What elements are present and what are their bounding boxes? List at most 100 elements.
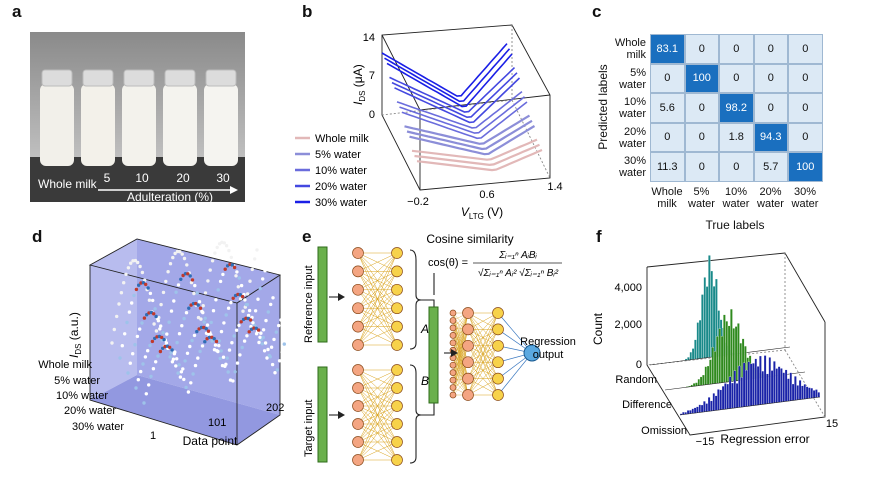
waveform-point — [190, 278, 195, 282]
histogram-bar — [717, 389, 720, 411]
histogram-bar — [780, 368, 783, 403]
histogram-bar — [801, 385, 804, 400]
waveform-point — [172, 352, 177, 356]
label-a: A — [420, 322, 429, 336]
waveform-point — [151, 298, 155, 303]
cosine-numerator: Σᵢ₌₁ⁿ AᵢBᵢ — [498, 250, 537, 261]
waveform-point — [126, 266, 131, 270]
column-label: 10%water — [722, 185, 750, 210]
y-tick-0: 0 — [369, 109, 375, 121]
waveform-point — [231, 379, 235, 383]
histogram-bar — [709, 359, 712, 385]
waveform-point — [219, 349, 223, 353]
histogram-bar — [719, 389, 723, 411]
matrix-cell: 98.2 — [719, 93, 754, 123]
network-edge — [357, 252, 398, 290]
panel-label-b: b — [302, 2, 313, 21]
back-wall — [137, 239, 280, 415]
histogram-bar — [689, 410, 692, 414]
network-edge — [452, 329, 469, 396]
matrix-cell: 0 — [719, 152, 754, 182]
transfer-curve — [401, 101, 528, 140]
network-node — [352, 320, 364, 333]
waveform-point — [169, 351, 173, 355]
waveform-point — [199, 317, 203, 321]
x-axis-label: VLTG (V) — [461, 205, 503, 221]
matrix-cell: 0 — [719, 63, 754, 93]
network-node — [391, 320, 403, 333]
waveform-point — [263, 341, 268, 345]
histogram-bar — [728, 376, 732, 409]
histogram-bar — [710, 270, 714, 358]
matrix-cell: 0 — [684, 34, 719, 64]
waveform-point — [182, 377, 186, 382]
target-input-bar[interactable] — [317, 366, 328, 463]
waveform-point — [152, 312, 156, 316]
network-edge — [357, 369, 398, 461]
waveform-point — [285, 335, 289, 339]
legend-30-water: 30% water — [315, 197, 367, 209]
plot-box-f — [646, 252, 826, 436]
waveform-point — [222, 321, 226, 325]
network-node — [449, 361, 457, 369]
waveform-point — [184, 311, 189, 315]
matrix-cell: 100 — [684, 63, 719, 93]
waveform-point — [184, 385, 188, 390]
waveform-point — [223, 267, 227, 271]
waveform-point — [224, 313, 228, 317]
network-edges — [357, 252, 533, 461]
waveform-point — [149, 374, 153, 379]
waveform-point — [230, 263, 234, 267]
reference-input-bar[interactable] — [317, 246, 328, 343]
waveform-point — [144, 392, 148, 396]
waveform-point — [148, 291, 153, 296]
matrix-cell: 100 — [788, 152, 823, 182]
histogram-bar — [708, 255, 711, 358]
waveform-point — [134, 386, 138, 390]
waveform-point — [221, 272, 225, 277]
waveform-point — [136, 260, 140, 265]
waveform-point — [271, 296, 275, 300]
network-node — [462, 389, 474, 401]
row-label: 20%water — [619, 125, 646, 150]
histogram-bar — [710, 400, 713, 412]
network-edge — [357, 308, 398, 346]
network-node — [462, 307, 474, 319]
waveform-point — [170, 348, 174, 352]
x-tick-14: 1.4 — [547, 181, 562, 193]
waveform-point — [166, 270, 170, 274]
matrix-cell: 11.3 — [650, 152, 685, 182]
network-node — [449, 332, 457, 339]
left-wall — [90, 239, 137, 400]
histogram-bar — [810, 387, 814, 399]
waveform-point — [203, 340, 207, 344]
waveform-point — [189, 381, 193, 385]
network-edge — [357, 289, 398, 346]
network-node — [449, 376, 457, 384]
waveform-point — [112, 327, 117, 332]
matrix-cell: 94.3 — [753, 122, 788, 152]
histogram-bar — [796, 385, 800, 401]
network-node — [352, 339, 364, 351]
waveform-point — [110, 341, 114, 345]
cat-20-water: 20% water — [64, 405, 116, 417]
matrix-cell: 0 — [753, 63, 788, 93]
waveform-point — [172, 299, 176, 303]
waveform-point — [236, 285, 240, 289]
histogram-bar — [815, 389, 818, 398]
baseline — [679, 396, 821, 416]
waveform-point — [190, 338, 194, 343]
floor — [90, 375, 280, 445]
waveform-point — [188, 344, 192, 349]
y-tick-7: 7 — [369, 70, 375, 82]
histogram-bar — [706, 365, 710, 385]
network-node — [449, 317, 457, 324]
matrix-cell: 0 — [650, 122, 685, 152]
regression-output-node[interactable] — [523, 344, 541, 362]
histogram-bar — [689, 351, 693, 361]
waveform-point — [229, 255, 233, 260]
network-node — [391, 436, 403, 448]
x-axis-label-f: Regression error — [720, 432, 809, 446]
y-tick-14: 14 — [363, 32, 375, 44]
